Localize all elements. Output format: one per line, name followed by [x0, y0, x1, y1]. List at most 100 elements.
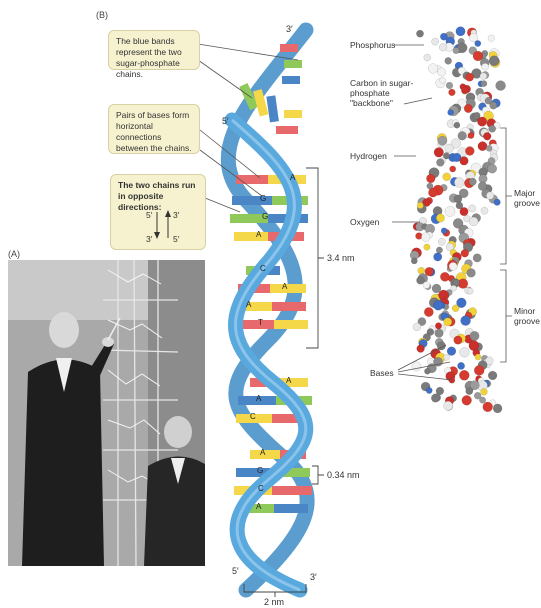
opposite-left-top: 5′: [146, 210, 152, 220]
atom: [443, 173, 451, 181]
atom: [441, 228, 447, 234]
label-minor-groove: Minor groove: [514, 306, 540, 326]
atom: [438, 238, 445, 245]
atom: [460, 157, 469, 166]
base-letter: G: [262, 212, 268, 221]
callout-opposite-directions: The two chains run in opposite direction…: [110, 174, 206, 250]
base-letter: G: [260, 194, 266, 203]
atom: [435, 329, 444, 338]
base-letter: A: [256, 230, 261, 239]
base-letter: C: [258, 484, 264, 493]
base-letter: A: [246, 300, 251, 309]
atom: [426, 387, 432, 393]
atom: [424, 307, 433, 316]
atom: [480, 73, 487, 80]
base-letter: G: [257, 466, 263, 475]
minor-groove-bracket: [500, 270, 512, 362]
atom: [449, 89, 456, 96]
atom: [464, 104, 472, 112]
base-letter: A: [260, 448, 265, 457]
atom: [461, 249, 469, 257]
atom: [467, 288, 473, 294]
atom: [490, 102, 497, 109]
atom: [440, 77, 446, 83]
atom: [426, 174, 435, 183]
atom: [439, 44, 447, 52]
atom: [440, 272, 449, 281]
atom: [473, 254, 481, 262]
label-carbon: Carbon in sugar-phosphate "backbone": [350, 78, 414, 108]
end-label-top-left: 5′: [222, 116, 229, 126]
atom: [454, 122, 460, 128]
atom: [424, 368, 430, 374]
base-letter: A: [290, 173, 295, 182]
atom: [433, 300, 443, 310]
atom: [469, 217, 478, 226]
callout-opposite-title: The two chains run in opposite direction…: [118, 180, 195, 212]
atom: [496, 81, 506, 91]
atom: [417, 202, 423, 208]
base-letter: T: [258, 318, 263, 327]
width-label: 2 nm: [264, 597, 284, 607]
atom: [466, 388, 473, 395]
atom: [489, 125, 496, 132]
base-letter: A: [286, 376, 291, 385]
atom: [470, 331, 479, 340]
atom: [458, 362, 465, 369]
atom: [449, 262, 457, 270]
atom: [474, 365, 484, 375]
atom: [483, 402, 493, 412]
atom: [445, 144, 454, 153]
atom: [478, 142, 487, 151]
atom: [462, 395, 472, 405]
atom: [483, 132, 491, 140]
atom: [488, 35, 495, 42]
pitch-label: 3.4 nm: [327, 253, 355, 263]
atom: [469, 205, 476, 212]
atom: [481, 207, 488, 214]
rise-label: 0.34 nm: [327, 470, 360, 480]
atom: [417, 277, 425, 285]
label-oxygen: Oxygen: [350, 217, 379, 227]
atom: [448, 110, 454, 116]
major-groove-bracket: [500, 128, 512, 264]
atom: [444, 354, 450, 360]
atom: [456, 27, 465, 36]
atom: [494, 199, 501, 206]
atom: [454, 336, 462, 344]
atom: [481, 388, 488, 395]
atom: [447, 347, 456, 356]
atom: [417, 345, 425, 353]
atom: [434, 148, 444, 158]
atom: [482, 63, 489, 70]
atom: [461, 87, 468, 94]
atom: [452, 305, 459, 312]
atom: [489, 56, 499, 66]
atom: [416, 30, 423, 37]
opposite-right-bottom: 5′: [173, 234, 179, 244]
atom: [413, 323, 421, 331]
atom: [488, 371, 497, 380]
atom: [412, 362, 421, 371]
atom: [488, 164, 497, 173]
base-letter: A: [256, 502, 261, 511]
end-label-bottom-left: 5′: [232, 566, 239, 576]
atom: [424, 244, 430, 250]
atom: [475, 354, 481, 360]
rise-bracket: [312, 466, 324, 484]
atom: [475, 40, 481, 46]
label-phosphorus: Phosphorus: [350, 40, 395, 50]
atom: [411, 258, 417, 264]
atom: [438, 136, 447, 145]
atom: [486, 192, 494, 200]
atom: [461, 316, 471, 326]
label-major-groove: Major groove: [514, 188, 540, 208]
atom: [431, 394, 439, 402]
atom: [459, 370, 469, 380]
atom: [468, 132, 474, 138]
atom: [469, 341, 479, 351]
atom: [437, 68, 445, 76]
label-hydrogen: Hydrogen: [350, 151, 387, 161]
atom: [446, 82, 453, 89]
